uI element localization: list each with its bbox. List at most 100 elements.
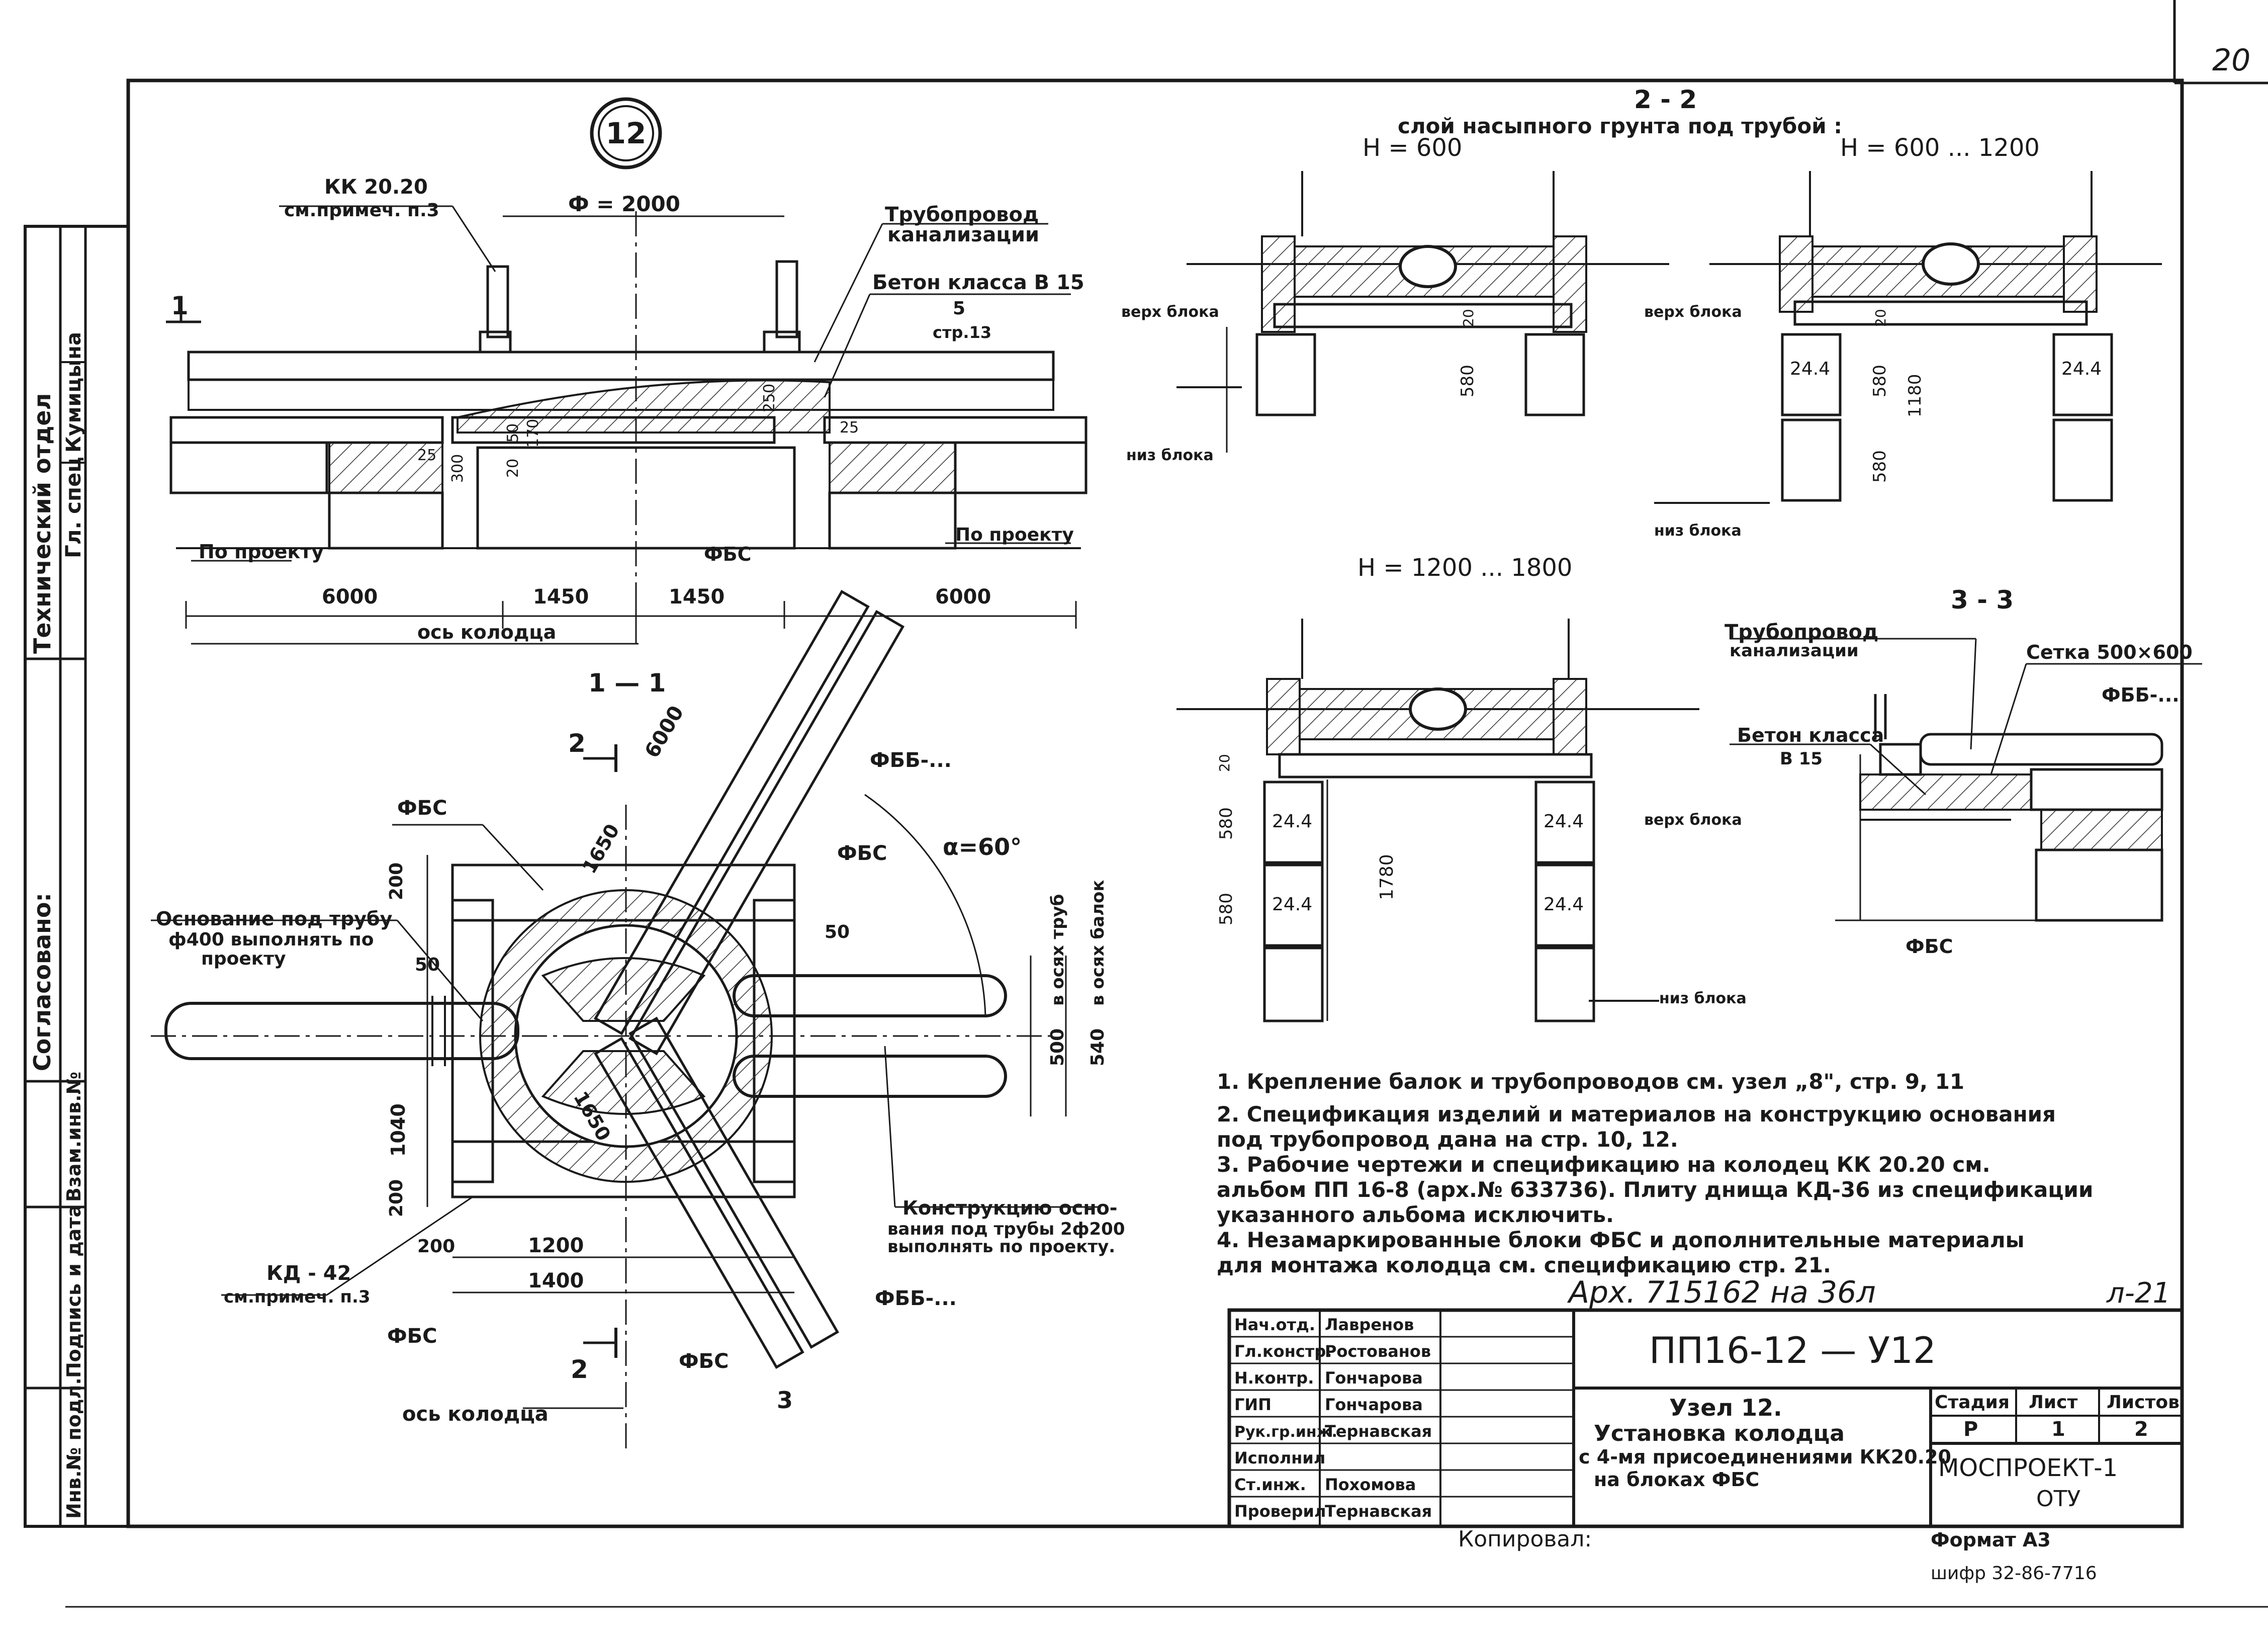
- note-line-7: 4. Незамаркированные блоки ФБС и дополни…: [1217, 1228, 2025, 1252]
- plan-angle: α=60°: [943, 833, 1022, 860]
- plan-d1400: 1400: [528, 1269, 584, 1292]
- construct-note-2: вания под трубы 2ф200: [887, 1219, 1125, 1239]
- s22-b244-6: 24.4: [1544, 894, 1584, 915]
- note-line-5: альбом ПП 16-8 (арх.№ 633736). Плиту дни…: [1217, 1177, 2093, 1202]
- dim-v-50: 50: [504, 423, 522, 443]
- format-label: Формат А3: [1931, 1529, 2051, 1551]
- plan-d540: 540: [1087, 1028, 1108, 1066]
- s22-d1180: 1180: [1905, 374, 1925, 417]
- side-stamp: Технический отдел Гл. спец Кумицына Согл…: [24, 225, 130, 1528]
- plan-d1040: 1040: [387, 1103, 409, 1157]
- svg-text:12: 12: [606, 116, 647, 150]
- s33-concrete2: В 15: [1780, 749, 1823, 769]
- sheets-header: Листов: [2107, 1392, 2180, 1413]
- s33-concrete: Бетон класса: [1737, 724, 1884, 746]
- stage-value: Р: [1963, 1418, 1978, 1441]
- cipher-label: шифр 32-86-7716: [1931, 1563, 2097, 1584]
- plan-dim-6000: 6000: [641, 702, 689, 762]
- tb-name-5: Тернавская: [1325, 1422, 1432, 1441]
- kk-label: КК 20.20: [324, 176, 428, 199]
- tb-name-2: Ростованов: [1325, 1342, 1431, 1361]
- base-note-1: Основание под трубу: [156, 908, 393, 930]
- ref-top: 5: [953, 298, 965, 319]
- tb-name-8: Тернавская: [1325, 1502, 1432, 1521]
- dim-v-170: 170: [524, 419, 542, 448]
- copied-label: Копировал:: [1458, 1526, 1592, 1552]
- dim-v-25a: 25: [417, 447, 436, 464]
- drawing-title-1: Узел 12.: [1669, 1394, 1782, 1421]
- dim-h-1450b: 1450: [669, 585, 724, 609]
- s22-d580-2: 580: [1870, 365, 1890, 397]
- fbs-plan-2: ФБС: [837, 842, 887, 865]
- side-chief-spec: Гл. спец: [61, 457, 85, 558]
- fbb-plan-1: ФББ-...: [870, 749, 952, 772]
- kd-note: см.примеч. п.3: [224, 1287, 371, 1307]
- plan-axis-label: ось колодца: [402, 1403, 549, 1426]
- construct-note-1: Конструкцию осно-: [902, 1197, 1117, 1219]
- plan-d500: 500: [1047, 1028, 1068, 1066]
- section-22: [1176, 171, 2162, 1022]
- s22-top-block-1: верх блока: [1121, 303, 1219, 321]
- archive-page: л-21: [2106, 1277, 2170, 1310]
- dim-v-20: 20: [504, 459, 522, 478]
- ref-bottom: стр.13: [933, 323, 991, 342]
- plan-view: [151, 589, 1101, 1448]
- s22-bottom-block-2: низ блока: [1654, 522, 1742, 540]
- fbs-plan-4: ФБС: [679, 1350, 729, 1373]
- plan-d200a: 200: [386, 862, 407, 900]
- s22-d1780: 1780: [1377, 854, 1397, 900]
- plan-in-beam-axes: в осях балок: [1088, 880, 1108, 1006]
- tb-role-6: Исполнил: [1234, 1448, 1325, 1468]
- general-notes: 1. Крепление балок и трубопроводов см. у…: [1217, 1069, 2093, 1277]
- s22-bottom-block-1: низ блока: [1126, 447, 1214, 464]
- s22-h2: H = 600 ... 1200: [1840, 134, 2040, 162]
- side-col-replace: Взам.инв.№: [63, 1072, 85, 1202]
- pipeline-label: Трубопровод: [885, 203, 1039, 226]
- tb-role-1: Нач.отд.: [1234, 1315, 1315, 1334]
- s22-h1: H = 600: [1363, 134, 1462, 162]
- title-block: [1227, 1308, 2184, 1528]
- drawing-title-3: с 4-мя присоединениями КК20.20: [1579, 1446, 1951, 1468]
- pipeline-label2: канализации: [887, 223, 1039, 246]
- dim-v-25b: 25: [840, 419, 859, 437]
- tb-role-4: ГИП: [1234, 1395, 1272, 1414]
- s22-title: 2 - 2: [1634, 85, 1697, 114]
- s22-top-block-3: верх блока: [1644, 811, 1742, 829]
- plan-title: 1 — 1: [588, 668, 666, 698]
- note-line-4: 3. Рабочие чертежи и спецификацию на кол…: [1217, 1152, 1990, 1177]
- note-line-3: под трубопровод дана на стр. 10, 12.: [1217, 1127, 1678, 1152]
- tb-name-1: Лавренов: [1325, 1315, 1414, 1334]
- note-line-6: указанного альбома исключить.: [1217, 1202, 1614, 1227]
- corner-page-number: 20: [2212, 43, 2250, 78]
- note-line-1: 1. Крепление балок и трубопроводов см. у…: [1217, 1069, 1964, 1094]
- stage-header: Стадия: [1935, 1392, 2010, 1413]
- concrete-label: Бетон класса В 15: [872, 271, 1084, 294]
- sheet-value: 1: [2051, 1418, 2065, 1441]
- s22-b244-1: 24.4: [1790, 359, 1830, 379]
- tb-role-7: Ст.инж.: [1234, 1475, 1306, 1494]
- plan-mark-2-top: 2: [568, 729, 586, 758]
- plan-dim-1650a: 1650: [578, 820, 624, 878]
- tb-role-8: Проверил: [1234, 1502, 1326, 1521]
- section-33: [1730, 638, 2202, 922]
- fbb-plan-2: ФББ-...: [875, 1287, 957, 1310]
- tb-role-2: Гл.констр.: [1234, 1342, 1332, 1361]
- plan-d50b: 50: [825, 922, 850, 942]
- s22-d580-3: 580: [1870, 450, 1890, 483]
- side-dept-text: Технический отдел: [29, 393, 56, 654]
- note-line-2: 2. Спецификация изделий и материалов на …: [1217, 1102, 2056, 1127]
- s22-d20-2: 20: [1872, 309, 1889, 327]
- by-project-left: По проекту: [199, 541, 324, 563]
- plan-d50a: 50: [415, 955, 440, 975]
- sheets-value: 2: [2134, 1418, 2148, 1441]
- dim-h-6000a: 6000: [322, 585, 378, 609]
- s22-d580-4: 580: [1216, 807, 1236, 840]
- drawing-title-2: Установка колодца: [1594, 1421, 1845, 1446]
- org-name: МОСПРОЕКТ-1: [1938, 1454, 2118, 1482]
- drawing-code: ПП16-12 — У12: [1649, 1329, 1936, 1371]
- s22-d20-3: 20: [1216, 754, 1233, 772]
- fbs-top: ФБС: [704, 543, 752, 565]
- base-note-3: проекту: [201, 948, 286, 969]
- s22-b244-3: 24.4: [1272, 811, 1312, 832]
